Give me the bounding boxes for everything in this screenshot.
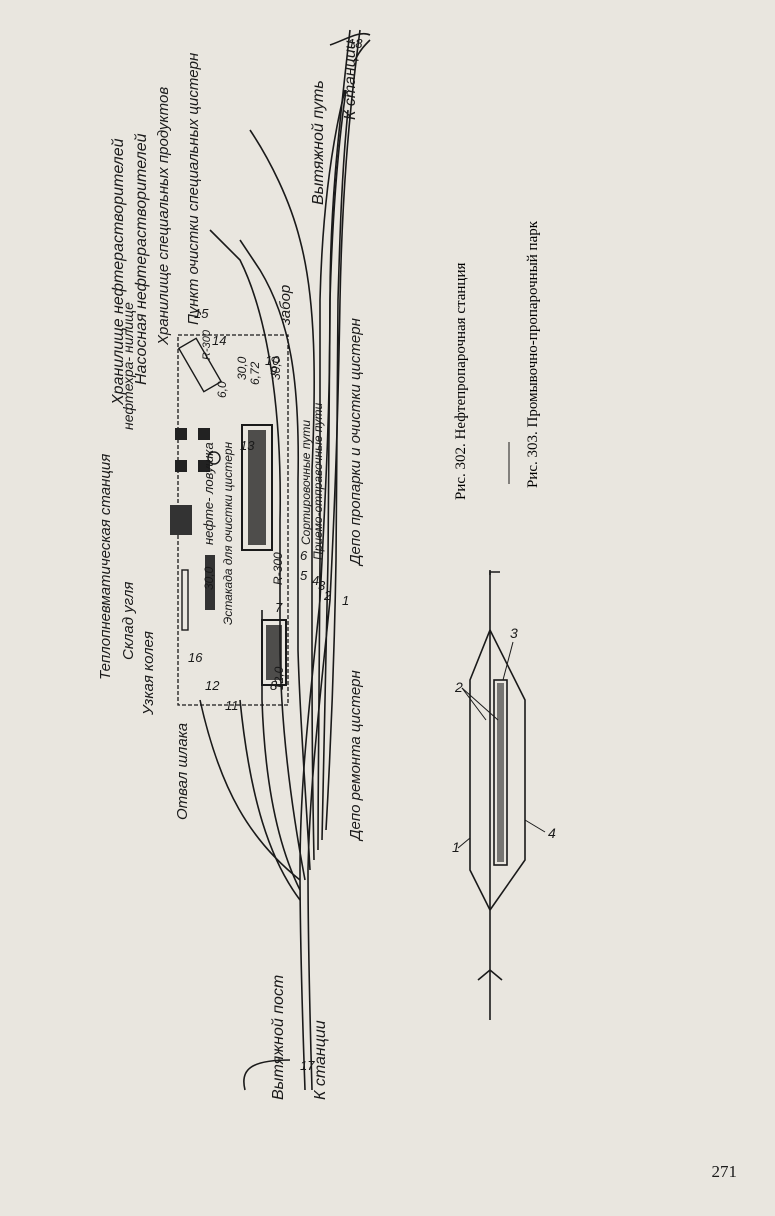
depot-repair-hatch (266, 625, 282, 680)
track-number-12: 12 (205, 678, 220, 693)
fig303-label-1: 1 (452, 839, 460, 855)
label-vytyazhnoy-put: Вытяжной путь (310, 80, 327, 205)
label-uzkaya-koleya: Узкая колея (140, 631, 157, 716)
fig303-leader-4 (524, 819, 546, 833)
label-estakada: Эстакада для очистки цистерн (221, 441, 235, 625)
dim-30-0-a: 30,0 (269, 356, 283, 380)
track-1 (325, 299, 339, 831)
dim-30-0-b: 30,0 (235, 356, 249, 380)
fig303-label-2: 2 (454, 679, 463, 695)
fig303-depot-outline (493, 679, 508, 866)
fig303-track-4 (489, 629, 526, 911)
track-lines (199, 29, 371, 1091)
track-3 (317, 300, 321, 851)
track-10 (329, 89, 347, 301)
label-nefte-lovushka: нефте- ловушка (201, 442, 216, 545)
track-number-2: 2 (323, 588, 332, 603)
track-15 (249, 129, 316, 471)
dim-6-72: 6,72 (248, 361, 262, 385)
track-13 (209, 229, 282, 521)
track-number-14: 14 (212, 333, 226, 348)
coal-store (205, 555, 215, 610)
fig303-leader-1 (457, 837, 471, 849)
track-number-1: 1 (342, 593, 349, 608)
fig303-stop (489, 571, 500, 575)
track-number-10: 10 (265, 353, 280, 368)
dim-r-300-b: R-300 (201, 329, 213, 360)
track-number-7: 7 (275, 600, 283, 615)
track-9 (319, 89, 346, 301)
caption-fig-303: Рис. 303. Промывочно-пропарочный парк (525, 220, 541, 488)
dim-30-0-c: 30,0 (202, 566, 216, 590)
exit-right-hook (329, 32, 371, 46)
label-khranilishche-spets: Хранилище специальных продуктов (155, 87, 172, 346)
label-k-stantsii-left: К станции (312, 1020, 329, 1100)
label-neftekhranilishche: нефтехра- нилище (120, 302, 136, 430)
track-shunt (337, 109, 349, 301)
fig303-depot-hatch (497, 683, 504, 862)
track-exit-right (354, 39, 371, 61)
fig303-label-3: 3 (510, 625, 518, 641)
depot-steaming-outline (241, 424, 273, 551)
track-2 (321, 299, 331, 841)
label-otval-shlaka: Отвал шлака (174, 723, 191, 820)
storage-block-2 (198, 460, 210, 472)
label-teplopnevmaticheskaya: Теплопневматическая станция (97, 454, 114, 680)
fig303-track-1 (469, 629, 491, 911)
page-number: 271 (711, 1162, 738, 1181)
solvent-storage (177, 337, 223, 393)
label-sklad-uglya: Склад угля (120, 582, 137, 660)
track-number-11: 11 (225, 698, 239, 713)
label-priemo-otpravochnye: Приемо-отправочные пути (311, 403, 325, 560)
track-slag (199, 699, 301, 881)
label-zabor: забор (277, 285, 294, 326)
depot-repair-outline (261, 619, 287, 686)
label-nasosnaya: Насосная нефтерастворителей (133, 133, 150, 385)
track-number-18: 18 (348, 36, 363, 51)
dim-6-0: 6,0 (215, 381, 229, 398)
fig303-arrow (477, 968, 503, 981)
storage-block-3 (175, 428, 187, 440)
label-k-stantsii-right: К станции (342, 40, 359, 120)
track-number-17: 17 (300, 1058, 315, 1073)
figure-303-scheme (469, 570, 526, 1020)
fig303-leader-2a (461, 687, 487, 721)
label-khranilishche-neftrast: Хранилище нефтерастворителей (110, 138, 127, 406)
track-number-16: 16 (188, 650, 203, 665)
label-depo-remonta: Депо ремонта цистерн (347, 670, 364, 842)
label-sortirovochnye: Сортировочные пути (299, 420, 313, 545)
fig303-leader-3 (502, 641, 514, 681)
track-number-15: 15 (194, 306, 209, 321)
track-4 (311, 470, 315, 861)
storage-block-4 (198, 428, 210, 440)
label-punkt-ochistki: Пункт очистки специальных цистерн (185, 53, 202, 325)
caption-fig-302: Рис. 302. Нефтепропарочная станция (453, 263, 469, 500)
track-number-13: 13 (240, 438, 255, 453)
track-number-6: 6 (300, 548, 308, 563)
track-14 (239, 239, 300, 481)
depot-steaming-hatch (248, 430, 266, 545)
track-number-5: 5 (300, 568, 308, 583)
track-6 (297, 480, 311, 871)
exit-left-hook (243, 1059, 291, 1091)
teplopnevm-building (170, 505, 192, 535)
track-number-3: 3 (318, 578, 326, 593)
fig303-label-4: 4 (548, 825, 556, 841)
track-number-8: 8 (270, 678, 278, 693)
storage-block-1 (175, 460, 187, 472)
oil-tank-circle (207, 451, 221, 465)
narrow-gauge (181, 569, 189, 631)
track-number-4: 4 (312, 573, 319, 588)
label-vytyazhnoy-post: Вытяжной пост (270, 975, 287, 1100)
fig303-leader-2b (461, 687, 499, 721)
label-depo-propari: Депо пропарки и очистки цистерн (347, 318, 364, 567)
dim-12-0: 12,0 (272, 666, 286, 690)
track-main-2 (307, 29, 361, 1091)
track-11 (239, 699, 301, 901)
dim-r-300: R-300 (271, 552, 285, 585)
track-number-9: 9 (270, 363, 277, 378)
